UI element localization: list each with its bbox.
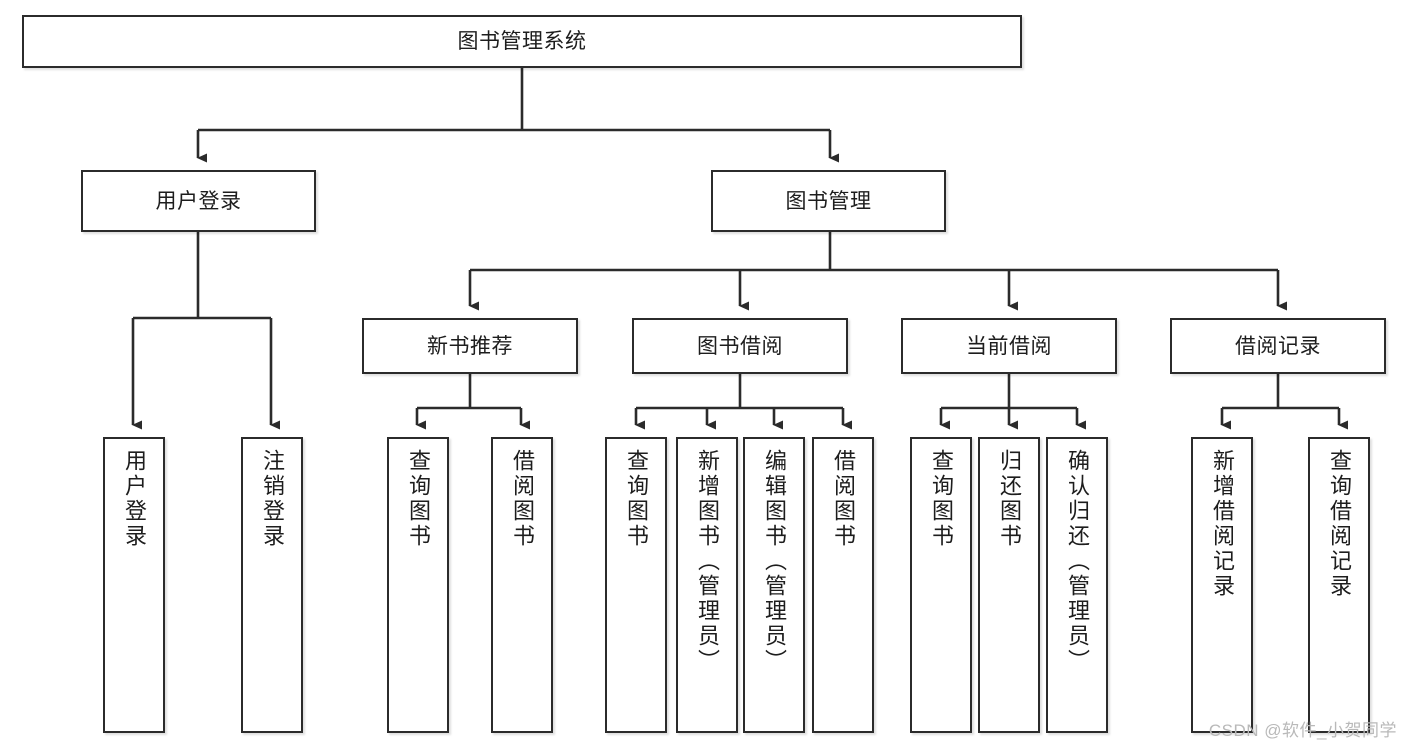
node-leaf-logout-label: 注销登录 [259,449,285,549]
node-leaf-query-record[interactable]: 查询借阅记录 [1308,437,1370,733]
node-leaf-query-book-2-label: 查询图书 [623,449,649,549]
node-leaf-add-book-label: 新增图书（管理员） [694,449,720,674]
node-leaf-query-record-label: 查询借阅记录 [1326,449,1352,599]
node-root-label: 图书管理系统 [457,30,587,53]
node-leaf-return-book[interactable]: 归还图书 [978,437,1040,733]
node-leaf-query-book-3-label: 查询图书 [928,449,954,549]
node-leaf-borrow-book-2-label: 借阅图书 [830,449,856,549]
node-leaf-borrow-book-1-label: 借阅图书 [509,449,535,549]
node-borrow-record-label: 借阅记录 [1235,334,1321,358]
node-leaf-confirm-return[interactable]: 确认归还（管理员） [1046,437,1108,733]
node-borrow-record[interactable]: 借阅记录 [1170,318,1386,374]
node-leaf-query-book-2[interactable]: 查询图书 [605,437,667,733]
node-leaf-logout[interactable]: 注销登录 [241,437,303,733]
node-new-book-recommend[interactable]: 新书推荐 [362,318,578,374]
node-user-login[interactable]: 用户登录 [81,170,316,232]
node-book-borrow-label: 图书借阅 [697,334,783,358]
node-leaf-user-login-label: 用户登录 [121,449,147,549]
node-leaf-return-book-label: 归还图书 [996,449,1022,549]
node-book-management-label: 图书管理 [785,189,872,213]
node-leaf-edit-book[interactable]: 编辑图书（管理员） [743,437,805,733]
node-leaf-user-login[interactable]: 用户登录 [103,437,165,733]
node-user-login-label: 用户登录 [155,189,242,213]
node-leaf-edit-book-label: 编辑图书（管理员） [761,449,787,674]
node-book-management[interactable]: 图书管理 [711,170,946,232]
node-new-book-recommend-label: 新书推荐 [427,334,513,358]
node-leaf-add-record[interactable]: 新增借阅记录 [1191,437,1253,733]
node-leaf-query-book-3[interactable]: 查询图书 [910,437,972,733]
node-root[interactable]: 图书管理系统 [22,15,1022,68]
node-leaf-borrow-book-2[interactable]: 借阅图书 [812,437,874,733]
node-current-borrow[interactable]: 当前借阅 [901,318,1117,374]
node-leaf-borrow-book-1[interactable]: 借阅图书 [491,437,553,733]
node-leaf-confirm-return-label: 确认归还（管理员） [1064,449,1090,674]
node-leaf-query-book-1[interactable]: 查询图书 [387,437,449,733]
node-leaf-query-book-1-label: 查询图书 [405,449,431,549]
node-book-borrow[interactable]: 图书借阅 [632,318,848,374]
node-leaf-add-book[interactable]: 新增图书（管理员） [676,437,738,733]
node-current-borrow-label: 当前借阅 [966,334,1052,358]
node-leaf-add-record-label: 新增借阅记录 [1209,449,1235,599]
